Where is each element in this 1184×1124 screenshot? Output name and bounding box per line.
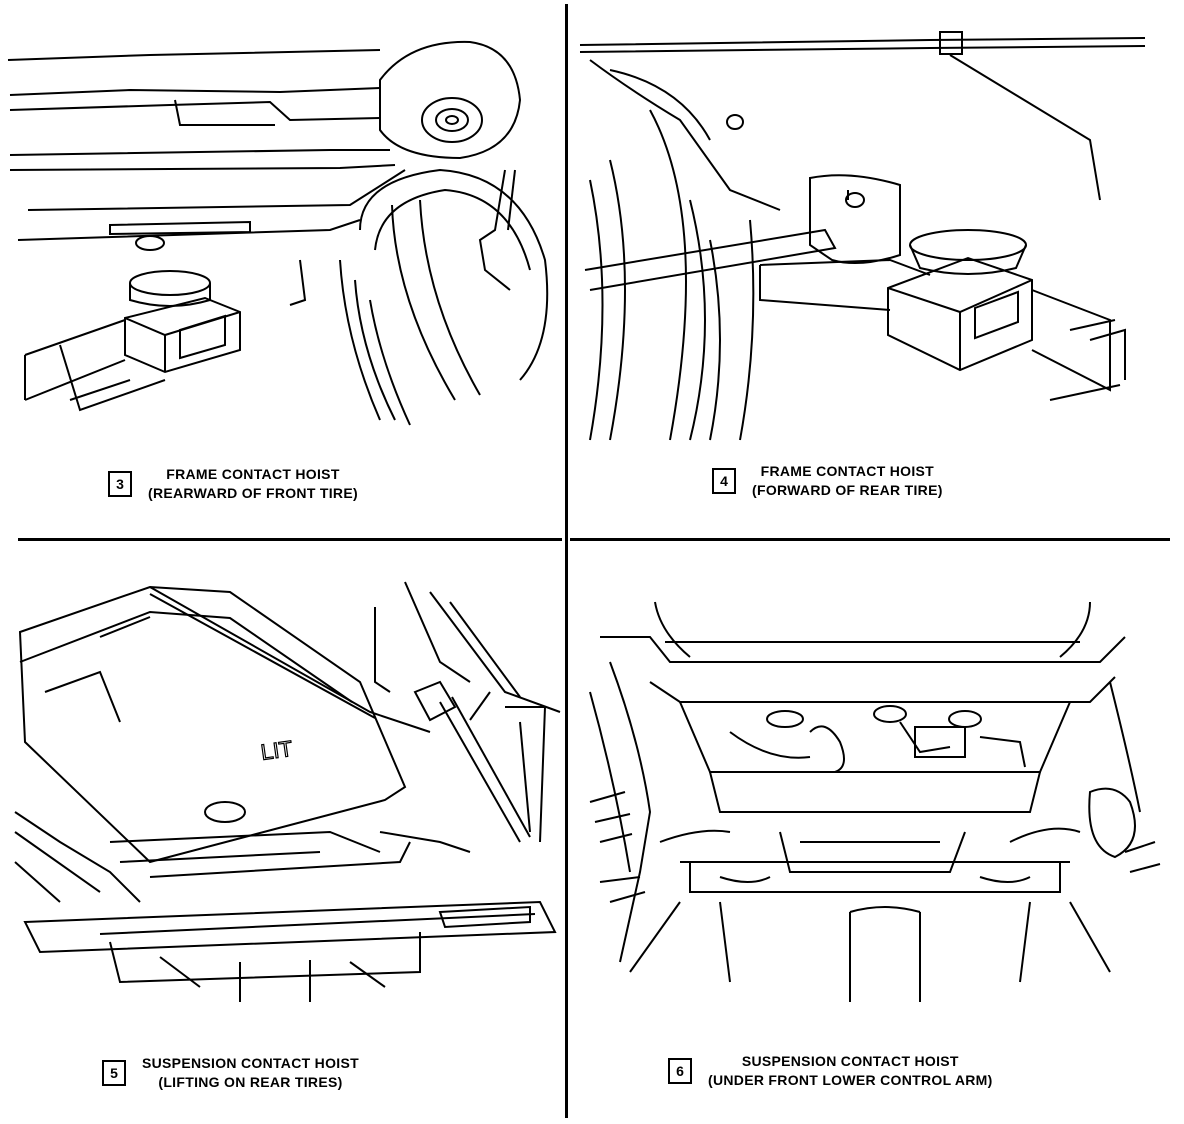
- panel-6-caption: 6 SUSPENSION CONTACT HOIST (UNDER FRONT …: [668, 1052, 993, 1090]
- panel-title: FRAME CONTACT HOIST: [166, 466, 340, 482]
- panel-number-badge: 3: [108, 471, 132, 497]
- panel-number-badge: 5: [102, 1060, 126, 1086]
- svg-text:LIT: LIT: [259, 736, 294, 765]
- panel-number-badge: 4: [712, 468, 736, 494]
- horizontal-divider-right: [570, 538, 1170, 541]
- panel-6: 6 SUSPENSION CONTACT HOIST (UNDER FRONT …: [570, 542, 1170, 1118]
- panel-subtitle: (UNDER FRONT LOWER CONTROL ARM): [708, 1072, 993, 1088]
- horizontal-divider-left: [18, 538, 562, 541]
- panel-subtitle: (FORWARD OF REAR TIRE): [752, 482, 943, 498]
- panel-3-caption: 3 FRAME CONTACT HOIST (REARWARD OF FRONT…: [108, 465, 358, 503]
- panel-3: 3 FRAME CONTACT HOIST (REARWARD OF FRONT…: [0, 0, 562, 536]
- panel-subtitle: (LIFTING ON REAR TIRES): [158, 1074, 343, 1090]
- panel-5-caption: 5 SUSPENSION CONTACT HOIST (LIFTING ON R…: [102, 1054, 359, 1092]
- frame-contact-hoist-front-illustration: [0, 0, 562, 450]
- suspension-contact-hoist-front-illustration: [570, 542, 1170, 1002]
- frame-contact-hoist-rear-illustration: [570, 0, 1170, 450]
- panel-4-caption: 4 FRAME CONTACT HOIST (FORWARD OF REAR T…: [712, 462, 943, 500]
- panel-title: SUSPENSION CONTACT HOIST: [142, 1055, 359, 1071]
- panel-4: 4 FRAME CONTACT HOIST (FORWARD OF REAR T…: [570, 0, 1170, 536]
- panel-subtitle: (REARWARD OF FRONT TIRE): [148, 485, 358, 501]
- suspension-contact-hoist-rear-illustration: LIT: [0, 542, 562, 1002]
- panel-5: LIT: [0, 542, 562, 1118]
- panel-title: FRAME CONTACT HOIST: [760, 463, 935, 479]
- vertical-divider: [565, 4, 568, 1118]
- panel-title: SUSPENSION CONTACT HOIST: [741, 1053, 959, 1069]
- panel-number-badge: 6: [668, 1058, 692, 1084]
